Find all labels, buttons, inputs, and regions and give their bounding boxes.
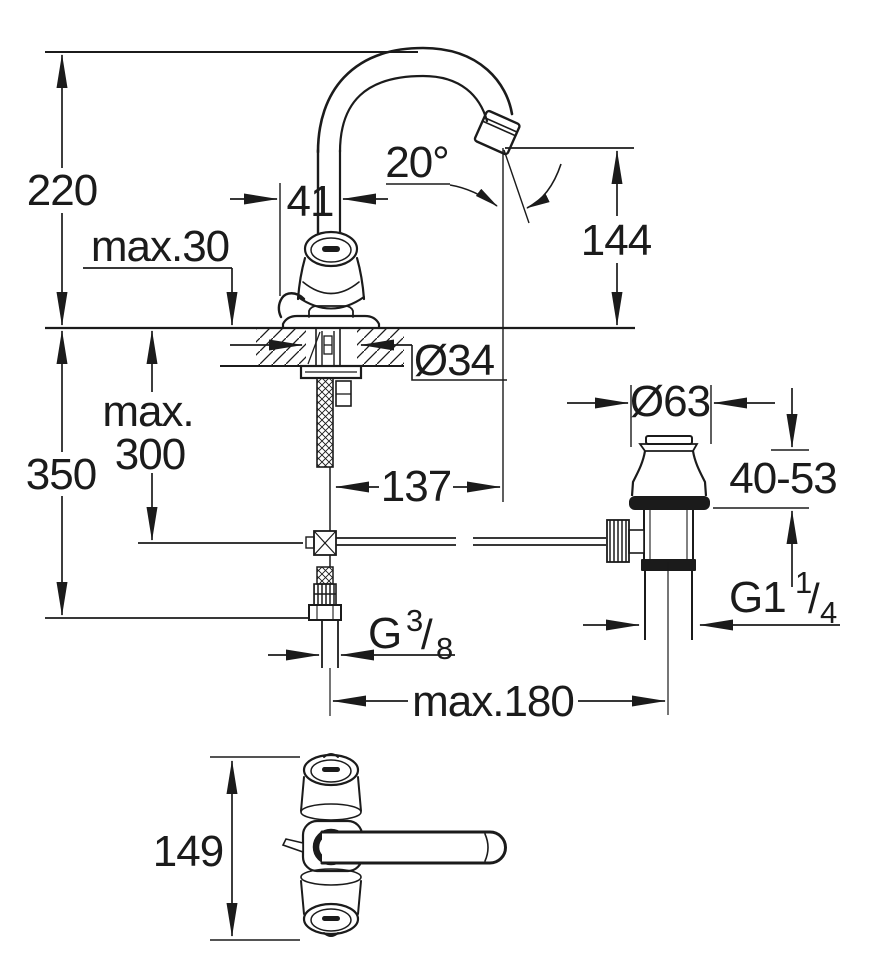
popup-rod-joint-x2 <box>313 530 337 556</box>
supply-thread-sub: 8 <box>436 631 452 666</box>
popup-waste <box>606 435 710 715</box>
supply-thread-sup: 3 <box>406 603 422 638</box>
counter-hatch-right <box>357 329 404 366</box>
handle-index-mark <box>322 246 340 252</box>
handle-top-oval-inner <box>310 237 352 263</box>
label-waste-cap-diameter: Ø63 <box>630 377 710 426</box>
aerator-band-line-2 <box>481 120 517 137</box>
dimension-lines <box>45 51 840 941</box>
label-overall-height: 220 <box>27 166 97 215</box>
rod-connector <box>628 529 645 554</box>
plan-bottom-skirt-left <box>300 880 305 915</box>
spout-inner-curve <box>338 74 489 154</box>
supply-thread-slash: / <box>421 611 433 658</box>
plan-spout-bar <box>320 830 507 865</box>
plan-bottom-handle-mark <box>322 916 340 921</box>
plan-top-skirt-right <box>357 776 362 812</box>
waste-cap-brim <box>638 443 699 452</box>
plan-top-handle-mark <box>322 767 340 772</box>
aerator-body <box>473 109 521 156</box>
plan-popup-lever <box>281 838 304 854</box>
label-supply-length: 350 <box>26 450 96 499</box>
handle-bowl-curve <box>302 281 360 295</box>
label-plan-view-width: 149 <box>153 827 223 876</box>
waste-bell-left <box>630 450 647 497</box>
plan-top-handle-oval-inner <box>310 759 352 783</box>
aerator <box>473 109 521 156</box>
plan-bottom-handle-base <box>300 868 362 886</box>
flex-hose-lower <box>316 566 334 585</box>
base-plate <box>281 314 381 330</box>
waste-gasket <box>629 496 710 510</box>
spout-outer-curve <box>316 46 514 154</box>
handle-cone-bottom <box>297 296 365 310</box>
label-waste-thread: G1 1 / 4 <box>729 565 838 630</box>
handle-cone-left <box>296 256 307 301</box>
label-supply-thread: G 3 / 8 <box>368 603 453 666</box>
plan-top-skirt-left <box>300 776 305 812</box>
plan-spout-end-seam <box>484 833 489 862</box>
aerator-band-line-1 <box>483 116 518 133</box>
faucet-plan-view <box>281 753 507 937</box>
waste-thread-base: G1 <box>729 573 786 622</box>
waste-thread-sub: 4 <box>820 595 837 630</box>
plan-bottom-skirt-right <box>357 880 362 915</box>
plan-top-handle-oval <box>302 753 360 787</box>
handle-cone-right <box>355 256 366 301</box>
under-counter-assembly <box>299 329 606 716</box>
faucet-front-view <box>277 46 521 330</box>
plan-bottom-handle-oval <box>302 902 360 936</box>
angle-slant-line <box>503 149 530 224</box>
waste-thread-sup: 1 <box>795 565 811 600</box>
dimension-labels: 220 max.30 41 20° 144 Ø34 max. 300 350 1… <box>26 138 838 876</box>
label-waste-center-distance: max.180 <box>412 677 574 726</box>
waste-cap-top <box>645 435 693 445</box>
plan-top-handle-base <box>300 803 362 821</box>
knurled-knob <box>606 519 630 563</box>
label-spout-angle: 20° <box>385 138 449 187</box>
plan-bottom-handle-oval-inner <box>310 908 352 932</box>
supply-thread-base: G <box>368 609 401 658</box>
label-hose-reach-word: max. <box>102 387 193 436</box>
popup-lever-front <box>277 292 306 319</box>
leader-d34 <box>411 345 507 381</box>
label-deck-thickness: max.30 <box>91 222 229 271</box>
label-hose-reach-value: 300 <box>115 430 185 479</box>
body-upper-tier <box>308 305 354 318</box>
flex-hose-upper <box>316 377 334 468</box>
connection-nut <box>308 604 342 621</box>
label-hole-diameter: Ø34 <box>414 336 495 385</box>
label-spout-reach: 137 <box>381 462 451 511</box>
angle-arc-left <box>449 184 498 207</box>
angle-arc-right <box>526 163 562 209</box>
label-body-width: 41 <box>287 177 334 226</box>
handle-top-oval <box>303 230 359 268</box>
plan-bottom-handle-nub <box>323 932 339 937</box>
popup-rod-joint-pin <box>305 536 315 549</box>
waste-thread-slash: / <box>808 575 820 622</box>
label-waste-clamp-range: 40-53 <box>729 454 837 503</box>
counter-hatch-left <box>256 329 306 366</box>
clamp-diagonal <box>307 331 321 365</box>
label-spout-outlet-height: 144 <box>581 216 652 265</box>
waste-bell-right <box>691 450 708 497</box>
